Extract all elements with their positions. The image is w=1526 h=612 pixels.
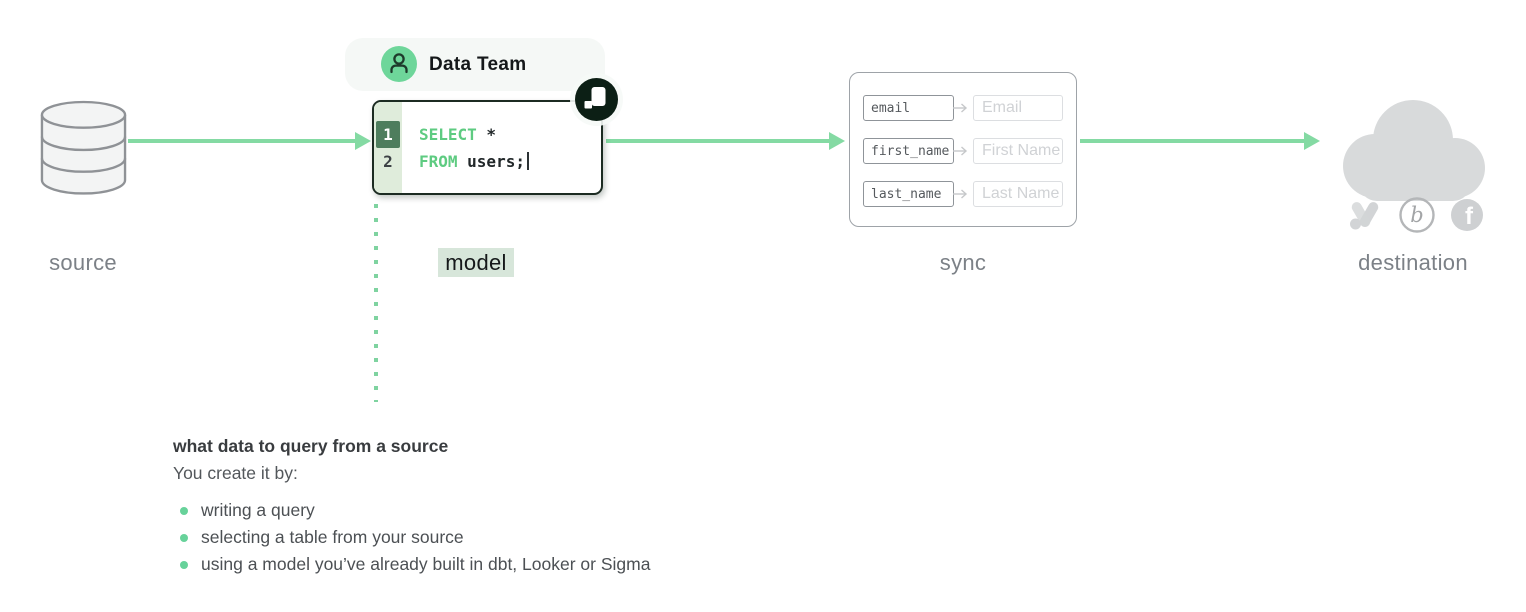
hightouch-logo-icon xyxy=(575,78,618,121)
source-field: email xyxy=(863,95,954,121)
facebook-icon: f xyxy=(1451,199,1483,231)
model-code-editor: 1 2 SELECT * FROM users; xyxy=(372,100,603,195)
data-team-badge: Data Team xyxy=(345,38,605,91)
stage-label-source: source xyxy=(49,250,117,275)
note-bullet-list: writing a query selecting a table from y… xyxy=(173,497,893,578)
stage-label-destination: destination xyxy=(1358,250,1468,275)
avatar xyxy=(381,46,417,82)
destination-field: Email xyxy=(973,95,1063,121)
text-cursor xyxy=(526,152,529,170)
code-area: SELECT * FROM users; xyxy=(402,121,601,175)
bullet-dot-icon xyxy=(180,534,188,542)
field-mapping-row: last_name Last Name xyxy=(850,181,1076,207)
list-item: using a model you’ve already built in db… xyxy=(173,551,893,578)
code-line-1: SELECT * xyxy=(402,121,601,148)
database-icon xyxy=(38,99,129,196)
destination-app-logos: b f xyxy=(1344,196,1494,234)
stage-label-sync: sync xyxy=(939,250,987,275)
sql-keyword: FROM xyxy=(419,152,458,171)
svg-text:b: b xyxy=(1410,203,1423,227)
note-intro: You create it by: xyxy=(173,463,298,483)
svg-text:f: f xyxy=(1465,203,1474,230)
destination-field: First Name xyxy=(973,138,1063,164)
model-note: what data to query from a source You cre… xyxy=(173,433,893,578)
line-number-1: 1 xyxy=(376,121,400,148)
field-mapping-row: email Email xyxy=(850,95,1076,121)
model-to-sync-arrow xyxy=(606,132,845,150)
arrow-shaft xyxy=(1080,139,1308,143)
stage-label-model: model xyxy=(406,248,546,277)
list-item: selecting a table from your source xyxy=(173,524,893,551)
arrow-shaft xyxy=(128,139,359,143)
sql-keyword: SELECT xyxy=(419,125,477,144)
sync-to-destination-arrow xyxy=(1080,132,1320,150)
sync-mapping-box: email Email first_name First Name last_n… xyxy=(849,72,1077,227)
cloud-icon xyxy=(1333,92,1493,202)
person-icon xyxy=(390,53,408,74)
model-note-dotted-connector xyxy=(374,204,378,402)
code-line-2: FROM users; xyxy=(402,148,601,175)
destination-field: Last Name xyxy=(973,181,1063,207)
field-mapping-row: first_name First Name xyxy=(850,138,1076,164)
list-item: writing a query xyxy=(173,497,893,524)
bullet-text: selecting a table from your source xyxy=(201,527,464,547)
note-heading: what data to query from a source xyxy=(173,436,449,456)
sql-code: * xyxy=(476,125,497,144)
bullet-text: writing a query xyxy=(201,500,315,520)
bullet-text: using a model you’ve already built in db… xyxy=(201,554,651,574)
arrow-head-icon xyxy=(829,132,845,150)
arrow-head-icon xyxy=(355,132,371,150)
source-field: first_name xyxy=(863,138,954,164)
sql-code: users; xyxy=(457,152,525,171)
bullet-dot-icon xyxy=(180,507,188,515)
bullet-dot-icon xyxy=(180,561,188,569)
arrow-head-icon xyxy=(1304,132,1320,150)
line-number-2: 2 xyxy=(383,152,393,171)
data-team-label: Data Team xyxy=(429,53,527,75)
source-to-model-arrow xyxy=(128,132,371,150)
mapping-arrow-icon xyxy=(953,146,968,156)
google-ads-icon xyxy=(1350,202,1379,230)
mapping-arrow-icon xyxy=(953,103,968,113)
mapping-arrow-icon xyxy=(953,189,968,199)
arrow-shaft xyxy=(606,139,833,143)
braze-icon: b xyxy=(1399,197,1435,233)
model-highlight: model xyxy=(438,248,514,277)
source-field: last_name xyxy=(863,181,954,207)
